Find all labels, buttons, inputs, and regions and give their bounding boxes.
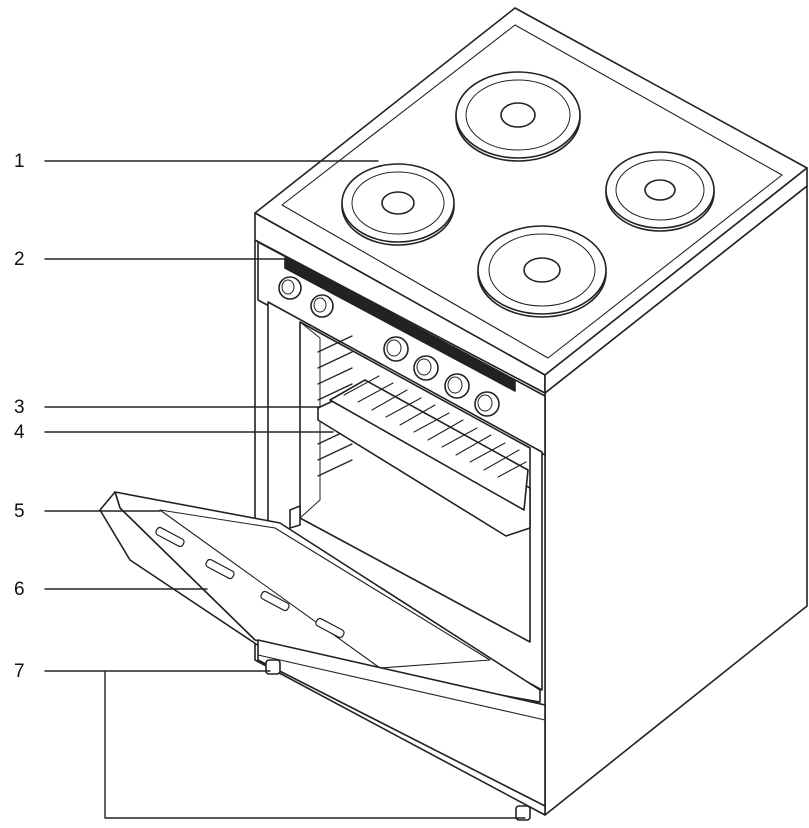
hob-top — [254, 7, 808, 394]
control-knob — [278, 276, 302, 300]
control-knob — [444, 373, 470, 399]
callout-7-label: 7 — [14, 661, 25, 682]
hot-plate-left — [341, 163, 455, 246]
callout-5-label: 5 — [14, 501, 25, 522]
adjustable-foot — [515, 805, 531, 821]
leader-lines — [44, 160, 526, 819]
door-handle-bar — [155, 526, 345, 639]
shelf-runners — [317, 335, 353, 477]
control-knob — [310, 294, 334, 318]
callout-6-label: 6 — [14, 579, 25, 600]
hot-plate-front — [477, 225, 607, 318]
leader-line-7 — [44, 670, 526, 819]
hot-plate-right — [605, 151, 715, 232]
control-knob — [413, 355, 439, 381]
callout-4-label: 4 — [14, 422, 25, 443]
hot-plate-back — [455, 71, 581, 162]
callout-3-label: 3 — [14, 397, 25, 418]
callout-1-label: 1 — [14, 151, 25, 172]
adjustable-foot — [265, 659, 281, 675]
callout-2-label: 2 — [14, 249, 25, 270]
storage-drawer — [257, 639, 546, 807]
oven-shelf — [329, 375, 529, 511]
control-knob — [474, 391, 500, 417]
display-strip — [284, 257, 516, 392]
control-panel — [257, 241, 546, 456]
control-knob — [383, 336, 409, 362]
